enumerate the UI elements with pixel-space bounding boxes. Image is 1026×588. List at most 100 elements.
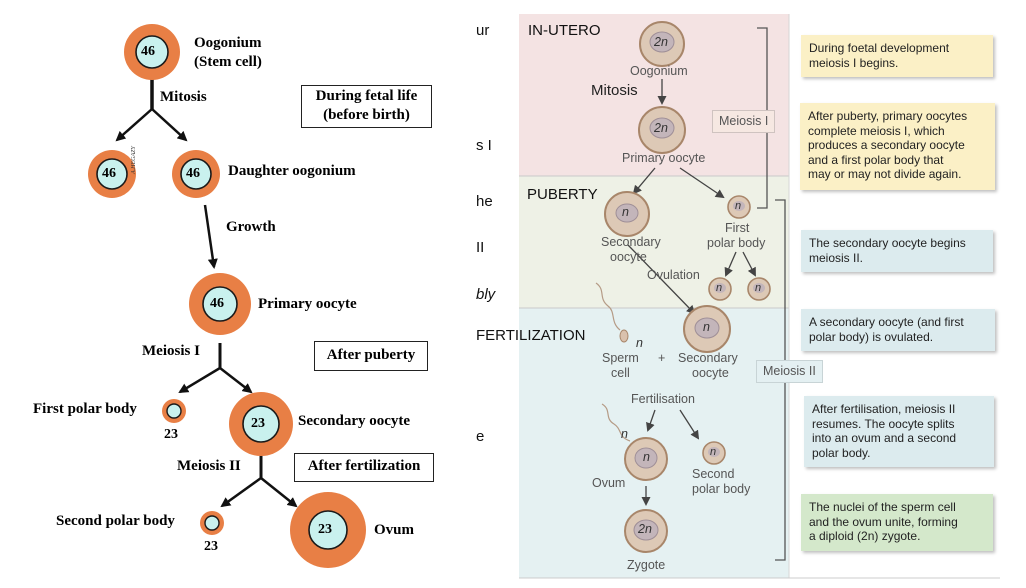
- cell-daughter-right: [172, 150, 220, 198]
- cell-second-polar-left: [200, 511, 224, 535]
- first-polar-ploidy: n: [735, 200, 742, 212]
- oogonium-ploidy: 2n: [654, 35, 668, 49]
- first-polar-label-line1: First: [725, 221, 750, 235]
- cell-zygote: [624, 509, 668, 553]
- note-zygote: The nuclei of the sperm cell and the ovu…: [801, 494, 993, 551]
- meiosis1-tag-text: Meiosis I: [719, 114, 769, 128]
- meiosis1-label: Meiosis I: [142, 343, 200, 359]
- arrow-polar-b: [742, 251, 756, 277]
- ovulation-label: Ovulation: [647, 268, 700, 282]
- fertilisation-label: Fertilisation: [631, 392, 695, 406]
- note-line: After fertilisation, meiosis II: [812, 402, 956, 416]
- second-polar-count: 23: [204, 539, 218, 554]
- sperm-head: [619, 329, 629, 343]
- note-foetal-development: During foetal development meiosis I begi…: [801, 35, 993, 77]
- second-polar-label-line1: Second: [692, 467, 735, 481]
- cell-first-polar-left: [162, 399, 186, 423]
- cell-polar-b: [747, 277, 771, 301]
- note-after-puberty: After puberty, primary oocytes complete …: [800, 103, 995, 190]
- daughter-left-count: 46: [102, 166, 116, 181]
- fetal-life-line1: During fetal life: [315, 88, 418, 104]
- cell-daughter-left: [88, 150, 136, 198]
- meiosis1-tag: Meiosis I: [712, 110, 776, 133]
- note-line: into an ovum and a second: [812, 431, 957, 445]
- oogonium-label: Oogonium: [194, 35, 262, 51]
- oogonium-sublabel: (Stem cell): [194, 54, 262, 70]
- cell-first-polar-body: [727, 195, 751, 219]
- ovum-label: Ovum: [374, 522, 415, 538]
- cell-polar-a: [708, 277, 732, 301]
- note-line: may or may not divide again.: [808, 167, 962, 181]
- note-after-fertilisation: After fertilisation, meiosis II resumes.…: [804, 396, 994, 467]
- note-line: polar body.: [812, 445, 871, 460]
- oogonium-count: 46: [141, 44, 155, 59]
- meiosis2-tag: Meiosis II: [756, 360, 823, 383]
- arrow-to-daughter-right: [151, 108, 188, 142]
- stage-puberty: PUBERTY: [527, 186, 598, 203]
- meiosis2-tag-text: Meiosis II: [763, 364, 816, 378]
- arrow-to-ovum: [260, 477, 298, 508]
- note-line: meiosis II.: [809, 250, 864, 265]
- sperm-tail: [601, 403, 631, 442]
- note-line: After puberty, primary oocytes: [808, 109, 968, 123]
- watermark: A.HEGAZY: [131, 146, 137, 174]
- arrow-to-ovum: [646, 409, 656, 432]
- stage-fertilization: FERTILIZATION: [476, 327, 586, 344]
- polar-a-ploidy: n: [716, 282, 723, 294]
- zygote-label: Zygote: [627, 558, 666, 572]
- second-polar-label-line2: polar body: [692, 482, 751, 496]
- note-line: a diploid (2n) zygote.: [809, 529, 921, 543]
- cell-primary-oocyte: [638, 106, 686, 154]
- ovum-ploidy: n: [643, 450, 650, 464]
- note-line: The secondary oocyte begins: [809, 236, 966, 250]
- sperm-tail: [595, 282, 621, 331]
- secondary-label-line2: oocyte: [610, 250, 647, 264]
- mitosis-label-right: Mitosis: [591, 82, 638, 99]
- cut-text-ur: ur: [476, 22, 490, 39]
- arrow-to-second-polar: [679, 409, 700, 440]
- arrow-to-first-polar: [679, 167, 725, 199]
- secondary-label-line1: Secondary: [601, 235, 661, 249]
- mitosis-label: Mitosis: [160, 89, 207, 105]
- secondary2-ploidy: n: [703, 320, 710, 334]
- secondary2-label-line1: Secondary: [678, 351, 738, 365]
- note-line: A secondary oocyte (and first: [809, 315, 964, 329]
- arrow-polar-a: [724, 251, 737, 277]
- growth-label: Growth: [226, 219, 276, 235]
- daughter-right-count: 46: [186, 166, 200, 181]
- first-polar-label: First polar body: [33, 401, 137, 417]
- stage-in-utero: IN-UTERO: [528, 22, 601, 39]
- after-fertilization-label: After fertilization: [307, 458, 421, 474]
- sperm-label-line1: Sperm: [602, 351, 639, 365]
- secondary-ploidy: n: [622, 205, 629, 219]
- arrow-to-second-polar: [220, 476, 262, 508]
- arrow-to-secondary: [219, 367, 253, 394]
- ovum-sperm-ploidy: n: [621, 427, 628, 441]
- cut-text-si: s I: [476, 137, 492, 154]
- cut-text-ii: II: [476, 239, 485, 256]
- cell-secondary-left: [229, 392, 293, 456]
- arrow-to-first-polar: [178, 366, 221, 394]
- note-line: polar body) is ovulated.: [809, 329, 934, 344]
- arrow-ovulation: [627, 244, 696, 315]
- note-secondary-begins: The secondary oocyte begins meiosis II.: [801, 230, 993, 272]
- note-line: produces a secondary oocyte: [808, 138, 965, 152]
- cell-secondary-oocyte: [604, 191, 650, 237]
- cell-ovum-left: [290, 492, 366, 568]
- polar-b-ploidy: n: [755, 282, 762, 294]
- primary-ploidy: 2n: [654, 121, 668, 135]
- arrow-growth: [203, 204, 218, 269]
- after-fertilization-box: After fertilization: [294, 453, 434, 482]
- note-line: resumes. The oocyte splits: [812, 416, 955, 431]
- note-line: meiosis I begins.: [809, 55, 899, 70]
- fetal-life-box: During fetal life (before birth): [301, 85, 432, 128]
- daughter-oogonium-label: Daughter oogonium: [228, 163, 356, 179]
- note-line: complete meiosis I, which: [808, 123, 945, 138]
- second-polar-label: Second polar body: [56, 513, 175, 529]
- arrow-to-daughter-left: [115, 108, 153, 142]
- second-polar-ploidy: n: [710, 446, 717, 458]
- zygote-ploidy: 2n: [638, 522, 652, 536]
- note-line: The nuclei of the sperm cell: [809, 500, 956, 514]
